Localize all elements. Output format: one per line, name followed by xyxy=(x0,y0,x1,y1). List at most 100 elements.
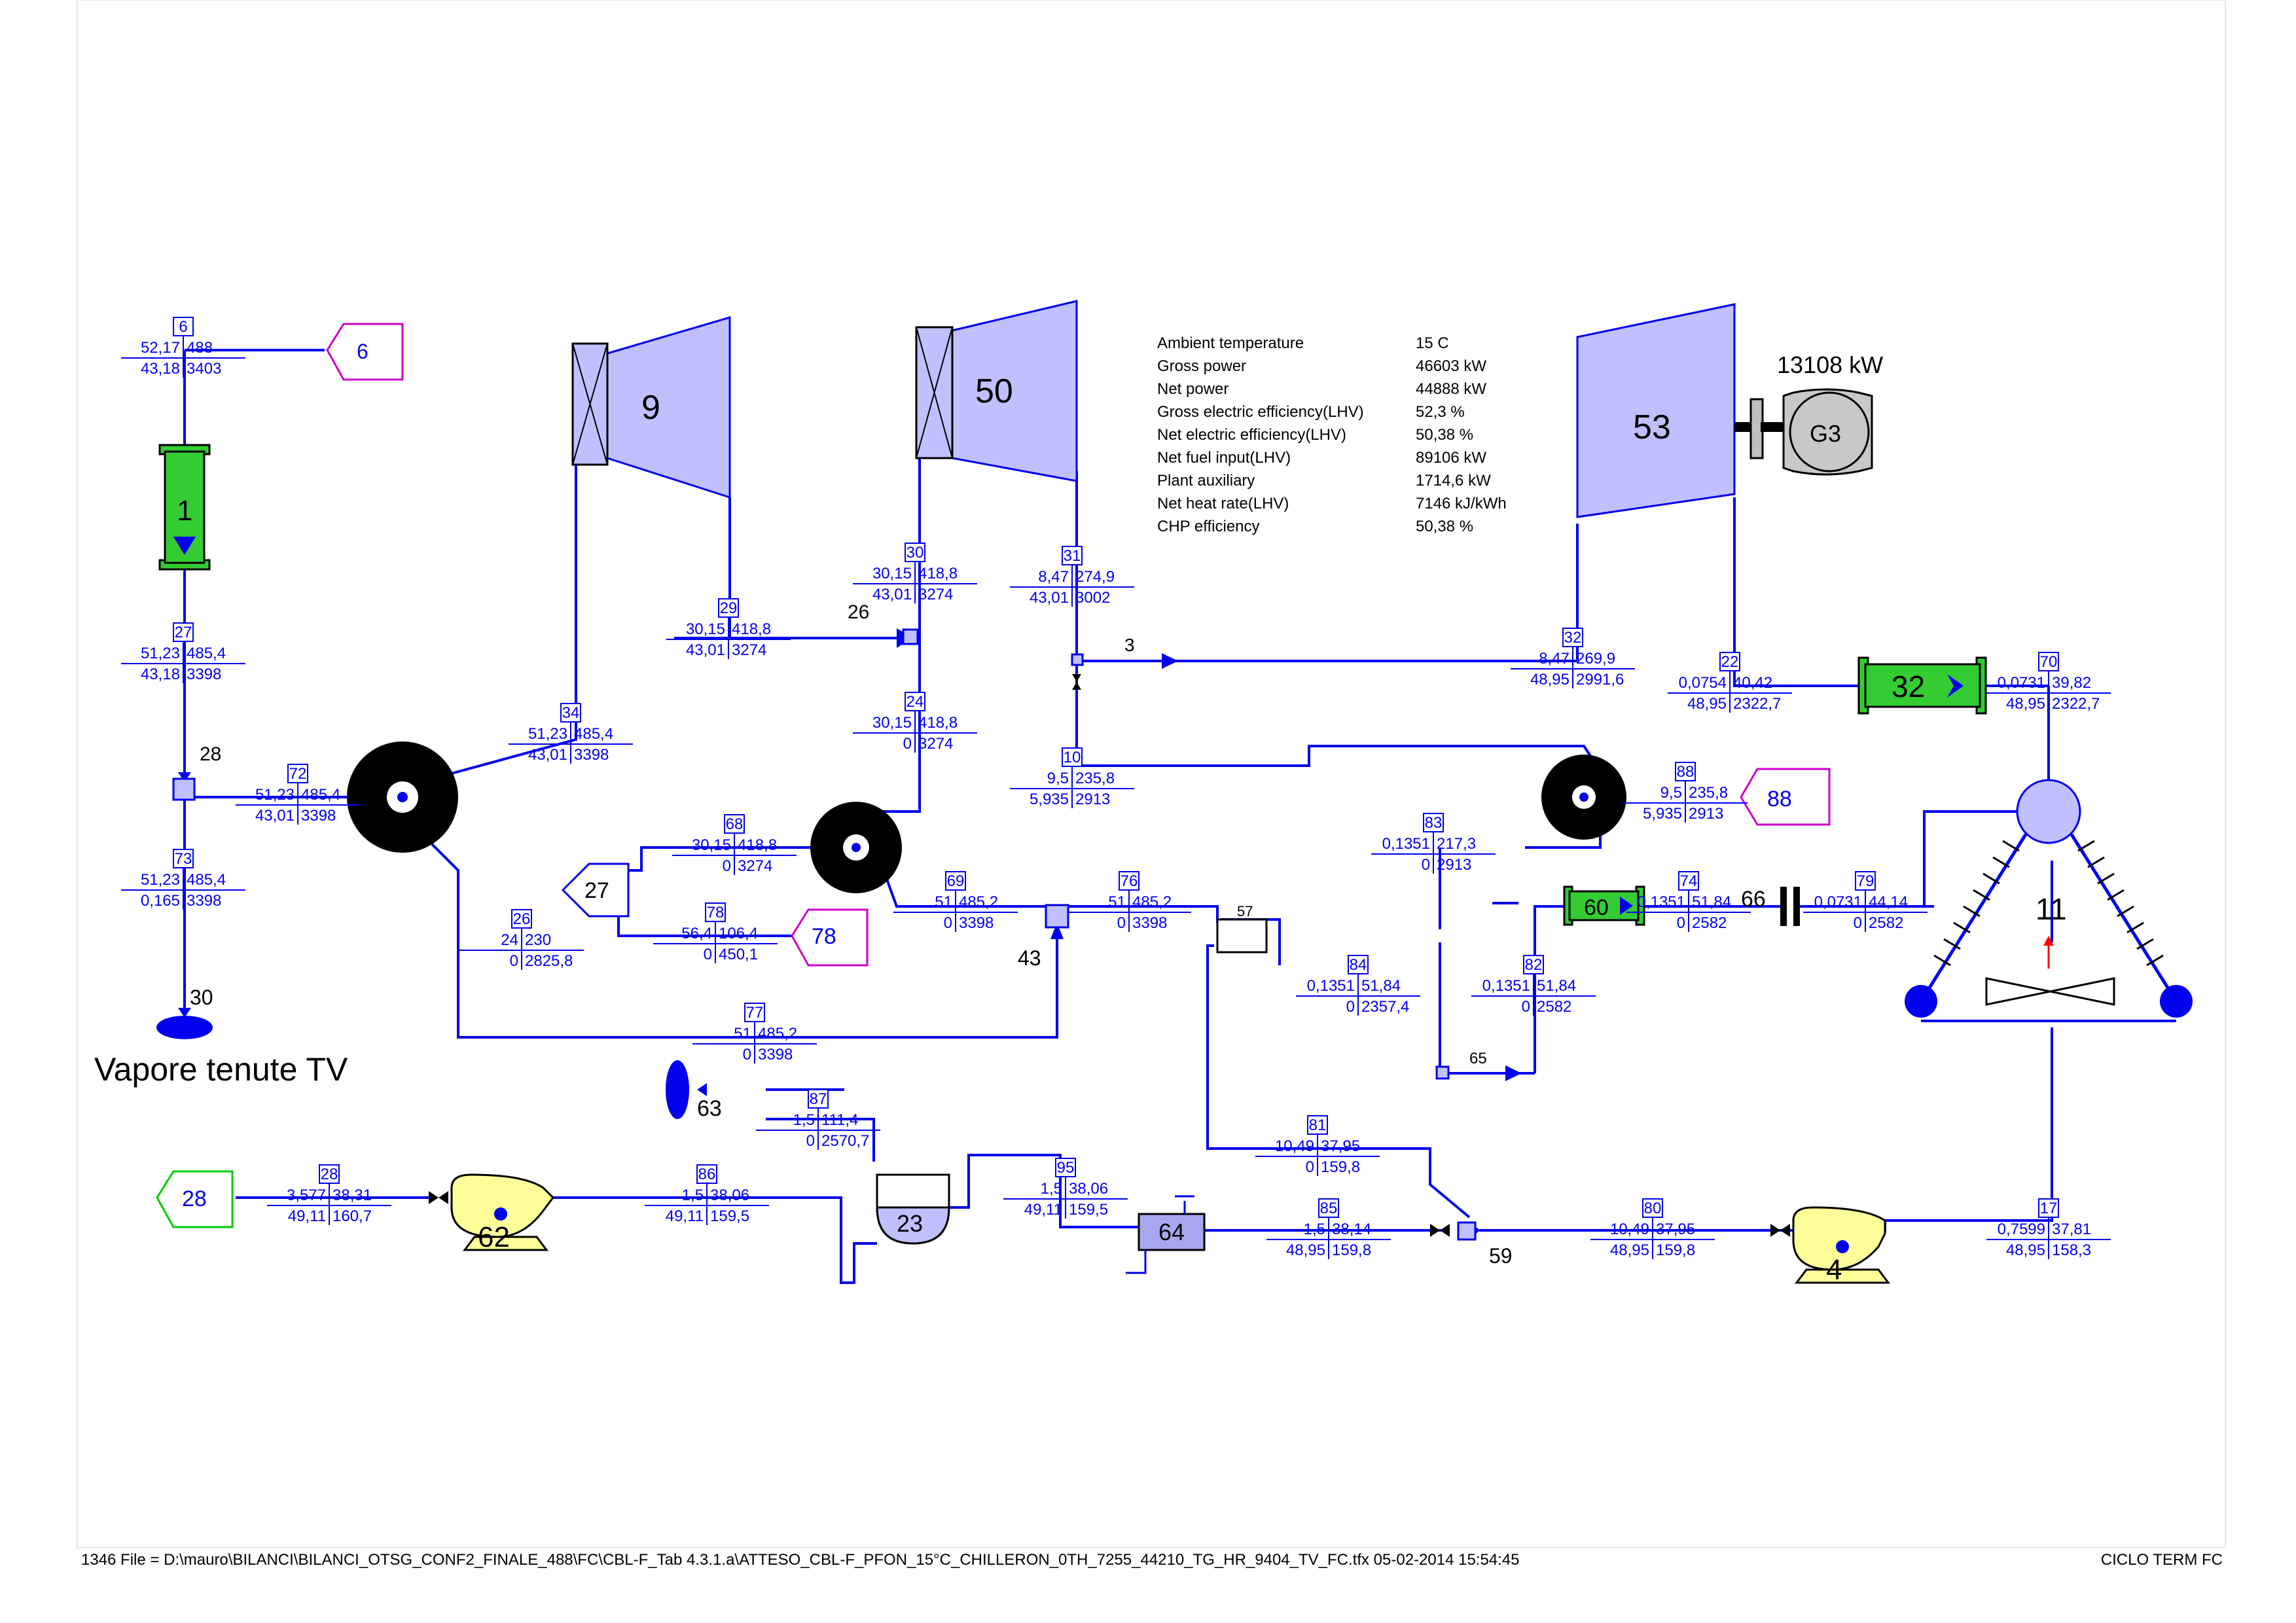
arrow-right-icon xyxy=(1162,653,1178,669)
source-78 xyxy=(791,908,869,967)
source-78-label: 78 xyxy=(812,924,836,949)
valve-icon xyxy=(1072,674,1081,682)
stream-value: 0,1351 xyxy=(1307,977,1355,995)
stream-value: 0 xyxy=(806,1132,815,1150)
summary-label: CHP efficiency xyxy=(1157,518,1260,535)
stream-value: 485,4 xyxy=(187,871,226,889)
stream-value: 34 xyxy=(562,704,580,722)
stream-value: 43,18 xyxy=(141,666,180,683)
stream-value: 2991,6 xyxy=(1576,671,1624,688)
summary-value: 7146 kJ/kWh xyxy=(1416,495,1507,512)
stream-value: 30 xyxy=(906,544,924,562)
stream-value: 1,5 xyxy=(1304,1221,1325,1238)
stream-value: 70 xyxy=(2040,653,2058,671)
stream-value: 37,81 xyxy=(2052,1221,2091,1238)
stream-value: 22 xyxy=(1721,653,1739,671)
deaerator-label: 23 xyxy=(897,1210,923,1237)
stream-value: 2913 xyxy=(1437,856,1471,874)
stream-value: 0 xyxy=(704,946,712,963)
arrow-up-icon xyxy=(1050,923,1064,939)
source-6-label: 6 xyxy=(357,340,368,363)
stream-value: 3274 xyxy=(918,586,953,603)
summary-label: Gross power xyxy=(1157,357,1246,375)
stream-value: 51,23 xyxy=(141,645,180,662)
stream-value: 9,5 xyxy=(1660,784,1682,802)
stream-value: 2582 xyxy=(1869,914,1903,932)
stream-value: 52,17 xyxy=(141,339,180,357)
stream-value: 51 xyxy=(935,893,952,911)
stream-id-box xyxy=(1675,762,1696,781)
summary-value: 89106 kW xyxy=(1416,449,1486,467)
stream-value: 0 xyxy=(743,1046,751,1063)
stream-id-box xyxy=(560,703,581,722)
deaerator-23: 23 xyxy=(876,1173,950,1245)
stream-id-box xyxy=(724,814,745,834)
stream-value: 38,14 xyxy=(1332,1221,1371,1238)
stream-value: 10,49 xyxy=(1610,1221,1649,1238)
source-27 xyxy=(561,863,630,918)
stream-value: 418,8 xyxy=(918,565,958,582)
stream-value: 83 xyxy=(1425,814,1443,832)
turbine-53: 53 xyxy=(1576,303,1787,518)
stream-value: 10,49 xyxy=(1275,1137,1314,1155)
stream-value: 3398 xyxy=(187,892,221,910)
source-88 xyxy=(1740,768,1831,826)
stream-value: 106,4 xyxy=(719,925,758,942)
stream-value: 160,7 xyxy=(332,1207,372,1225)
pump-62-label: 62 xyxy=(478,1221,510,1253)
stream-value: 49,11 xyxy=(666,1207,704,1225)
stream-value: 3274 xyxy=(738,857,772,875)
stream-value: 159,8 xyxy=(1321,1158,1360,1176)
heat-exchanger-60: 60 xyxy=(1563,885,1645,926)
stream-value: 418,8 xyxy=(918,714,958,732)
generator-power: 13108 kW xyxy=(1777,351,1883,378)
stream-value: 48,95 xyxy=(1610,1241,1649,1259)
stream-value: 2582 xyxy=(1692,914,1727,932)
stream-value: 0 xyxy=(510,952,518,970)
stream-value: 48,95 xyxy=(1530,671,1570,688)
node-65 xyxy=(1435,1065,1450,1080)
stream-value: 51,23 xyxy=(141,871,180,889)
stream-value: 0,1351 xyxy=(1482,977,1530,995)
summary-label: Plant auxiliary xyxy=(1157,472,1255,490)
stream-value: 8,47 xyxy=(1539,650,1570,668)
stream-value: 0,7599 xyxy=(1998,1221,2045,1238)
summary-label: Net fuel input(LHV) xyxy=(1157,449,1291,467)
stream-value: 80 xyxy=(1644,1200,1662,1217)
stream-value: 1,5 xyxy=(682,1186,704,1204)
stream-value: 2825,8 xyxy=(525,952,573,970)
stream-value: 418,8 xyxy=(732,620,771,638)
stream-value: 159,5 xyxy=(710,1207,749,1225)
stream-value: 84 xyxy=(1350,956,1367,974)
sink-30 xyxy=(156,1016,213,1039)
footer-title: CICLO TERM FC xyxy=(2100,1551,2223,1569)
stream-value: 1,5 xyxy=(1041,1180,1062,1198)
generator-label: G3 xyxy=(1810,420,1841,447)
stream-value: 0 xyxy=(903,735,912,753)
condenser-66: 66 xyxy=(1741,887,1911,926)
stream-value: 51,84 xyxy=(1361,977,1401,995)
stream-value: 28 xyxy=(321,1166,338,1183)
stream-value: 0,0731 xyxy=(1814,893,1862,911)
stream-value: 5,935 xyxy=(1643,805,1682,823)
stream-value: 43,01 xyxy=(255,807,295,825)
node-65-label: 65 xyxy=(1469,1050,1487,1067)
stream-value: 74 xyxy=(1680,872,1698,890)
stream-value: 77 xyxy=(746,1004,764,1022)
flow-arrows xyxy=(178,628,1522,1238)
stream-value: 3398 xyxy=(959,914,994,932)
